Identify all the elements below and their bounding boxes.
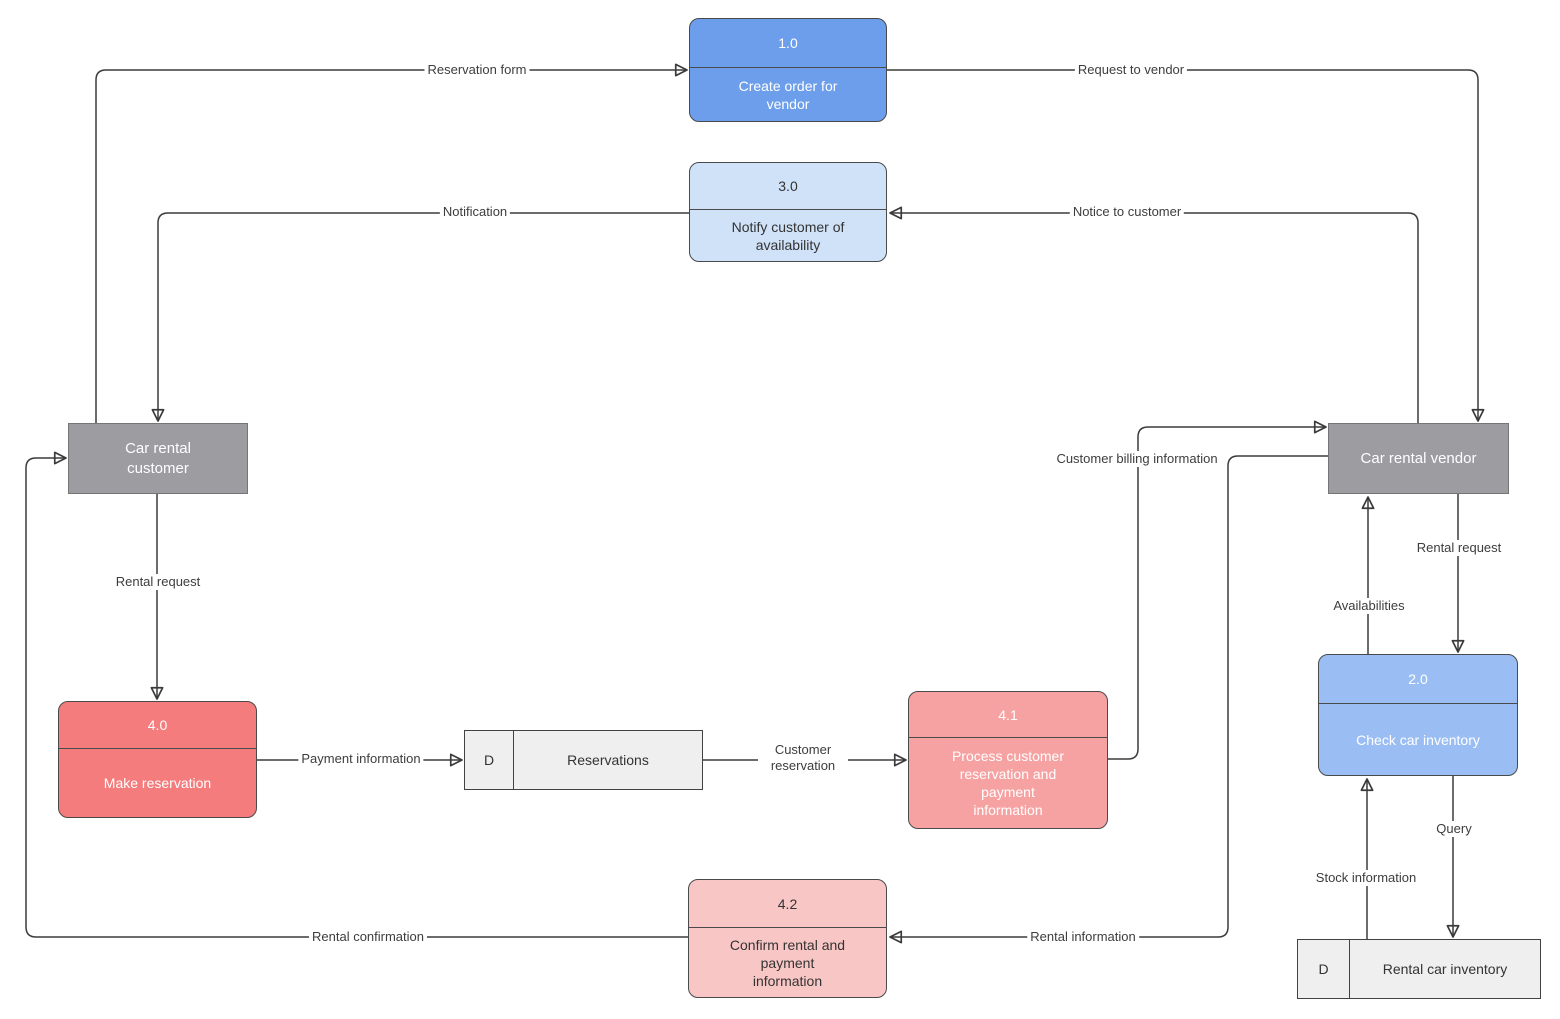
datastore-reservations: D Reservations (464, 730, 703, 790)
flow-line-reservation-form (95, 63, 688, 423)
process-name: Make reservation (103, 775, 212, 791)
flow-label-availabilities: Availabilities (1330, 598, 1408, 614)
flow-line-customer-billing-information (1108, 420, 1327, 760)
datastore-prefix: D (465, 731, 514, 789)
entity-name: Car rental customer (125, 439, 191, 477)
process-name: Confirm rental and payment information (729, 936, 846, 989)
flow-label-reservation-form: Reservation form (424, 62, 530, 78)
flow-label-notification: Notification (439, 204, 511, 220)
flow-label-rental-confirmation: Rental confirmation (309, 929, 427, 945)
flow-label-payment-information: Payment information (298, 751, 424, 767)
flow-label-stock-information: Stock information (1312, 870, 1420, 886)
flow-label-request-to-vendor: Request to vendor (1074, 62, 1188, 78)
flow-line-rental-information (889, 455, 1328, 944)
process-create-order-for-vendor: 1.0 Create order for vendor (689, 18, 887, 122)
process-name: Check car inventory (1356, 731, 1480, 748)
flow-label-rental-information: Rental information (1027, 929, 1139, 945)
datastore-prefix: D (1298, 940, 1350, 998)
process-name: Create order for vendor (738, 77, 838, 112)
flow-line-notice-to-customer (889, 206, 1419, 423)
flow-line-rental-confirmation (25, 451, 688, 938)
entity-car-rental-vendor: Car rental vendor (1328, 423, 1509, 494)
process-number: 4.1 (909, 692, 1107, 738)
flow-line-request-to-vendor (887, 69, 1485, 422)
flow-label-rental-request-vendor: Rental request (1413, 540, 1505, 556)
flow-label-notice-to-customer: Notice to customer (1069, 204, 1185, 220)
datastore-name: Rental car inventory (1382, 961, 1508, 977)
flow-label-rental-request-customer: Rental request (112, 574, 204, 590)
process-number: 1.0 (690, 19, 886, 68)
datastore-rental-car-inventory: D Rental car inventory (1297, 939, 1541, 999)
process-process-customer-reservation: 4.1 Process customer reservation and pay… (908, 691, 1108, 829)
process-name: Notify customer of availability (731, 218, 845, 253)
flow-label-query: Query (1433, 821, 1475, 837)
datastore-name: Reservations (567, 752, 649, 768)
flow-line-notification (151, 212, 689, 422)
process-notify-customer-of-availability: 3.0 Notify customer of availability (689, 162, 887, 262)
process-number: 4.2 (689, 880, 886, 928)
process-confirm-rental-and-payment: 4.2 Confirm rental and payment informati… (688, 879, 887, 998)
flow-label-customer-reservation: Customer reservation (758, 742, 848, 774)
entity-car-rental-customer: Car rental customer (68, 423, 248, 494)
flow-label-customer-billing-information: Customer billing information (1053, 451, 1221, 467)
process-check-car-inventory: 2.0 Check car inventory (1318, 654, 1518, 776)
process-number: 2.0 (1319, 655, 1517, 704)
process-number: 4.0 (59, 702, 256, 749)
process-name: Process customer reservation and payment… (951, 748, 1065, 818)
process-number: 3.0 (690, 163, 886, 210)
process-make-reservation: 4.0 Make reservation (58, 701, 257, 818)
entity-name: Car rental vendor (1360, 449, 1477, 467)
